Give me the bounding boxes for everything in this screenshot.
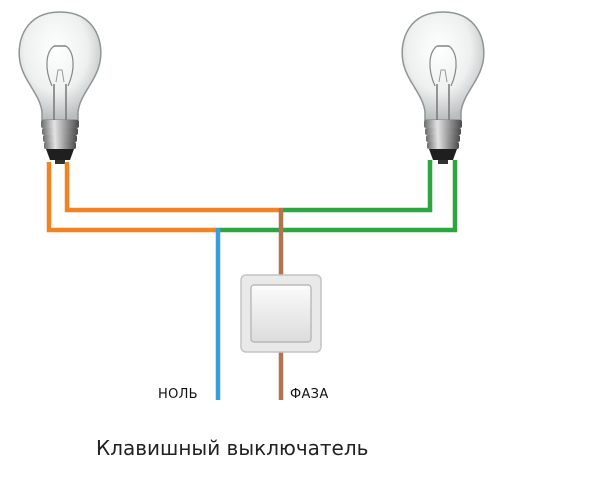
lamp-right-icon <box>401 11 485 165</box>
lamp-left-icon <box>18 11 102 165</box>
left-lamp-wire-inner <box>64 162 281 213</box>
diagram-caption: Клавишный выключатель <box>96 436 369 460</box>
right-lamp-wire-outer <box>218 160 458 233</box>
rocker-switch <box>240 274 322 353</box>
neutral-label: НОЛЬ <box>158 387 198 402</box>
right-lamp-wire-inner <box>281 160 433 213</box>
phase-label: ФАЗА <box>290 387 329 402</box>
left-lamp-wire-outer <box>46 162 218 233</box>
